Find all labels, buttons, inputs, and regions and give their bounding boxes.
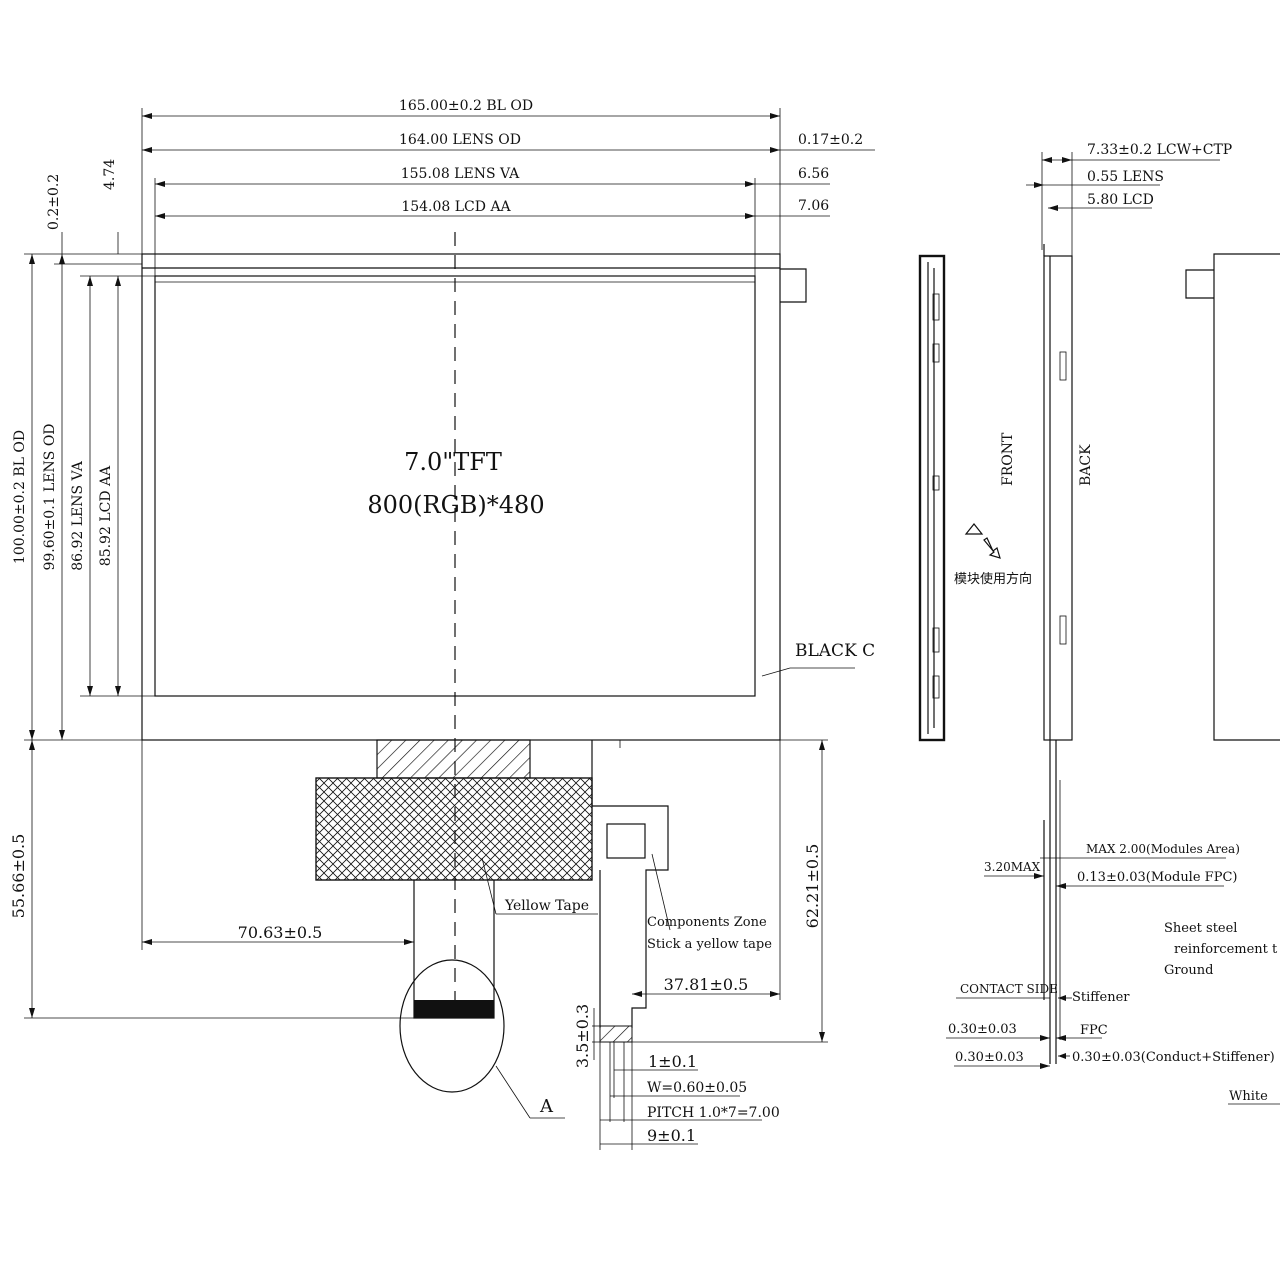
dim-max-modules: MAX 2.00(Modules Area) [1086, 842, 1240, 856]
detail-circle-a [399, 959, 505, 1093]
reinforcement-label: reinforcement t [1174, 942, 1278, 957]
side-view-front: FRONT 模块使用方向 [918, 254, 1032, 742]
dim-lens-va-height: 86.92 LENS VA [70, 460, 86, 570]
direction-label-cn: 模块使用方向 [954, 571, 1032, 587]
dim-bl-od-height: 100.00±0.2 BL OD [12, 430, 28, 564]
dim-fpc-right-height: 62.21±0.5 [803, 844, 822, 929]
dim-lcd-thickness: 5.80 LCD [1087, 192, 1154, 208]
detail-label-a: A [539, 1096, 554, 1117]
dim-lcd-aa-width: 154.08 LCD AA [401, 199, 511, 215]
dim-bl-od-width: 165.00±0.2 BL OD [399, 98, 533, 114]
fpc-label: FPC [1080, 1023, 1108, 1038]
ground-label: Ground [1164, 963, 1214, 978]
yellow-tape-label: Yellow Tape [504, 898, 589, 914]
dim-pitch: PITCH 1.0*7=7.00 [647, 1105, 780, 1121]
dim-lens-od-height: 99.60±0.1 LENS OD [42, 423, 58, 570]
side-view-right-partial [1185, 253, 1280, 741]
dim-3-5: 3.5±0.3 [573, 1004, 592, 1068]
fpc-section-dimensions: MAX 2.00(Modules Area) 3.20MAX 0.13±0.03… [946, 842, 1280, 1105]
fpc-crosshatch [315, 777, 593, 881]
fpc-dimensions: 55.66±0.5 62.21±0.5 70.63±0.5 37.81±0.5 … [9, 739, 828, 1150]
contact-side-label: CONTACT SIDE [960, 982, 1058, 996]
dim-lcd-aa-height: 85.92 LCD AA [98, 465, 114, 566]
white-label: White [1229, 1089, 1268, 1104]
left-dimensions: 0.2±0.2 4.74 100.00±0.2 BL OD 99.60±0.1 … [12, 159, 155, 741]
side-view-back: BACK [1043, 244, 1094, 1064]
dim-right-offset-2: 6.56 [798, 166, 829, 182]
sheet-steel-label: Sheet steel [1164, 921, 1237, 936]
stiffener-label: Stiffener [1072, 990, 1130, 1005]
dim-top-offset-2: 4.74 [102, 159, 118, 190]
front-view [141, 232, 807, 1010]
panel-labels: 7.0"TFT 800(RGB)*480 BLACK C [367, 448, 875, 677]
dim-right-offset-3: 7.06 [798, 198, 829, 214]
dim-w: W=0.60±0.05 [647, 1080, 747, 1096]
black-label: BLACK C [795, 641, 875, 661]
dim-9: 9±0.1 [647, 1126, 696, 1145]
dim-top-offset-1: 0.2±0.2 [46, 174, 62, 230]
fpc-assembly: A Yellow Tape Components Zone Stick a ye… [315, 739, 772, 1119]
panel-resolution: 800(RGB)*480 [367, 491, 544, 519]
dim-fpc-left-height: 55.66±0.5 [9, 834, 28, 919]
dim-lcw-ctp: 7.33±0.2 LCW+CTP [1087, 142, 1232, 158]
dim-lens-od-width: 164.00 LENS OD [399, 132, 521, 148]
front-label: FRONT [1000, 432, 1016, 486]
dim-conduct-stiffener: 0.30±0.03(Conduct+Stiffener) [1072, 1050, 1275, 1065]
fpc-contact-pads [599, 1025, 633, 1043]
side-dimensions: 7.33±0.2 LCW+CTP 0.55 LENS 5.80 LCD [1026, 142, 1232, 256]
panel-title: 7.0"TFT [404, 448, 502, 476]
dim-030-a: 0.30±0.03 [948, 1022, 1017, 1037]
dim-lens-thickness: 0.55 LENS [1087, 169, 1164, 185]
dim-030-b: 0.30±0.03 [955, 1050, 1024, 1065]
dim-70: 70.63±0.5 [238, 923, 323, 942]
top-dimensions: 165.00±0.2 BL OD 164.00 LENS OD 155.08 L… [141, 98, 875, 276]
dim-module-fpc: 0.13±0.03(Module FPC) [1077, 870, 1237, 885]
back-label: BACK [1078, 444, 1094, 486]
components-zone-label: Components Zone [647, 915, 767, 930]
fpc-bond-hatch [376, 739, 531, 779]
viewing-direction-icon [964, 523, 1001, 559]
dim-right-offset-1: 0.17±0.2 [798, 132, 863, 148]
component-window [606, 823, 646, 859]
stick-tape-label: Stick a yellow tape [647, 937, 772, 952]
dim-3-20-max: 3.20MAX [984, 860, 1041, 874]
dim-1: 1±0.1 [648, 1052, 697, 1071]
dim-lens-va-width: 155.08 LENS VA [401, 166, 520, 182]
dim-37: 37.81±0.5 [664, 975, 749, 994]
